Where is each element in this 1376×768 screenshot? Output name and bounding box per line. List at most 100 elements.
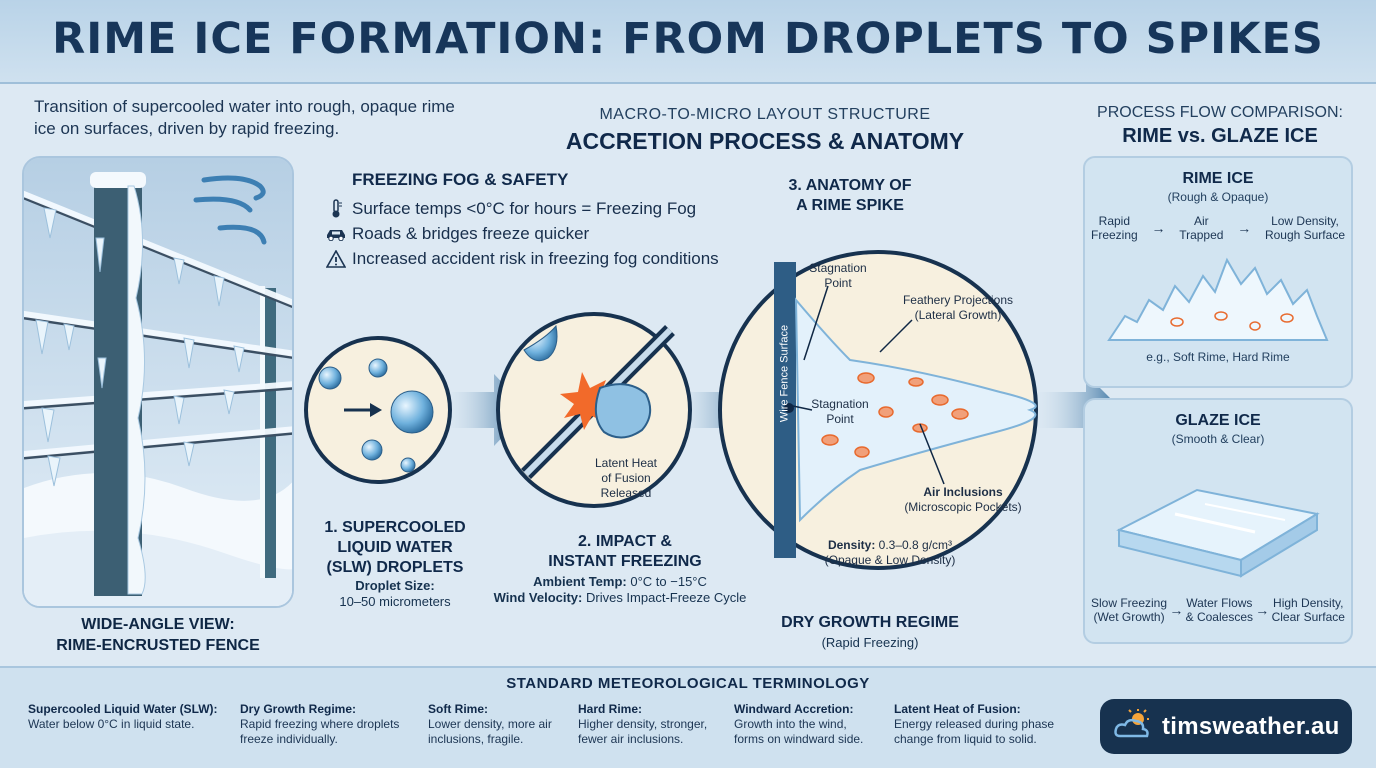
stagnation-point-label: Stagnation Point	[800, 397, 880, 427]
stagnation-point-label: Stagnation Point	[798, 261, 878, 291]
term-name: Latent Heat of Fusion:	[894, 702, 1021, 716]
step1-title-line: 1. SUPERCOOLED	[324, 519, 466, 536]
term-definition: change from liquid to solid.	[894, 732, 1037, 746]
term-name: Supercooled Liquid Water (SLW):	[28, 702, 218, 716]
dry-growth-sub: (Rapid Freezing)	[821, 635, 919, 650]
arrow-right-icon: →	[1169, 602, 1184, 618]
droplet-size: Droplet Size: 10–50 micrometers	[300, 578, 490, 610]
safety-heading: FREEZING FOG & SAFETY	[352, 170, 569, 189]
term-entry: Windward Accretion: Growth into the wind…	[734, 702, 889, 747]
ambient-temp-value: 0°C to −15°C	[626, 574, 707, 589]
stagnation-line: Stagnation	[811, 397, 869, 411]
terminology-heading: STANDARD METEOROLOGICAL TERMINOLOGY	[506, 675, 870, 692]
step3-title-line: 3. ANATOMY OF	[788, 177, 912, 194]
density-label: Density: 0.3–0.8 g/cm³ (Opaque & Low Den…	[810, 538, 970, 568]
safety-item-text: Surface temps <0°C for hours = Freezing …	[352, 198, 697, 218]
fence-caption: WIDE-ANGLE VIEW: RIME-ENCRUSTED FENCE	[22, 614, 294, 656]
wind-velocity-key: Wind Velocity:	[493, 590, 583, 605]
term-entry: Soft Rime: Lower density, more air inclu…	[428, 702, 573, 747]
fence-caption-line1: WIDE-ANGLE VIEW:	[81, 616, 235, 633]
sun-cloud-icon	[1114, 708, 1154, 745]
feathery-line: (Lateral Growth)	[914, 308, 1002, 322]
term-definition: Rapid freezing where droplets	[240, 717, 400, 731]
rime-card-sub: (Rough & Opaque)	[1167, 190, 1269, 204]
safety-item: Increased accident risk in freezing fog …	[322, 246, 742, 271]
safety-item-text: Increased accident risk in freezing fog …	[352, 248, 719, 268]
safety-item: Roads & bridges freeze quicker	[322, 221, 742, 246]
latent-heat-line: of Fusion	[601, 471, 651, 485]
safety-item-text: Roads & bridges freeze quicker	[352, 223, 590, 243]
arrow-right-icon: →	[1237, 220, 1252, 236]
rime-card-title: RIME ICE	[1182, 170, 1254, 187]
latent-heat-line: Latent Heat	[594, 456, 658, 470]
air-inclusions-line: (Microscopic Pockets)	[904, 500, 1022, 514]
center-header-sub: MACRO-TO-MICRO LAYOUT STRUCTURE	[599, 106, 931, 123]
latent-heat-label: Latent Heat of Fusion Released	[566, 456, 686, 501]
term-entry: Supercooled Liquid Water (SLW): Water be…	[28, 702, 238, 732]
air-inclusions-label: Air Inclusions (Microscopic Pockets)	[888, 485, 1038, 515]
arrow-right-icon: →	[1151, 220, 1166, 236]
term-entry: Dry Growth Regime: Rapid freezing where …	[240, 702, 420, 747]
dry-growth-title: DRY GROWTH REGIME	[781, 614, 959, 631]
latent-heat-line: Released	[600, 486, 652, 500]
wind-velocity-value: Drives Impact-Freeze Cycle	[582, 590, 747, 605]
glaze-flow: Slow Freezing(Wet Growth) → Water Flows&…	[1085, 596, 1351, 624]
droplets-circle	[304, 336, 452, 484]
term-definition: fewer air inclusions.	[578, 732, 684, 746]
droplet-size-key: Droplet Size:	[355, 578, 435, 593]
glaze-flow-step: High Density,Clear Surface	[1271, 596, 1345, 624]
step1-title-line: LIQUID WATER	[337, 539, 453, 556]
safety-section: FREEZING FOG & SAFETY Surface temps <0°C…	[322, 170, 742, 271]
step3-title-line: A RIME SPIKE	[796, 197, 904, 214]
glaze-card-sub: (Smooth & Clear)	[1171, 432, 1265, 446]
glaze-flow-step: Water Flows& Coalesces	[1185, 596, 1253, 624]
step2-title-line: 2. IMPACT &	[578, 533, 672, 550]
center-header-main: ACCRETION PROCESS & ANATOMY	[565, 128, 965, 154]
brand-logo-text: timsweather.au	[1162, 712, 1340, 740]
density-key: Density:	[827, 538, 876, 552]
fence-drawing	[24, 158, 292, 606]
term-entry: Latent Heat of Fusion: Energy released d…	[894, 702, 1084, 747]
ambient-temp-key: Ambient Temp:	[533, 574, 627, 589]
density-note: (Opaque & Low Density)	[824, 553, 956, 567]
step1-title: 1. SUPERCOOLED LIQUID WATER (SLW) DROPLE…	[300, 518, 490, 578]
arrow-right-icon: →	[1255, 602, 1270, 618]
term-name: Hard Rime:	[578, 702, 643, 716]
step3-title: 3. ANATOMY OF A RIME SPIKE	[770, 176, 930, 216]
intro-text: Transition of supercooled water into rou…	[34, 97, 455, 138]
right-header-main: RIME vs. GLAZE ICE	[1122, 125, 1318, 147]
rime-ice-illustration	[1107, 257, 1329, 341]
feathery-projections-label: Feathery Projections (Lateral Growth)	[888, 293, 1028, 323]
term-definition: Lower density, more air	[428, 717, 552, 731]
page-title: RIME ICE FORMATION: FROM DROPLETS TO SPI…	[52, 14, 1324, 64]
glaze-card-title: GLAZE ICE	[1175, 412, 1261, 429]
glaze-flow-step: Slow Freezing(Wet Growth)	[1091, 596, 1168, 624]
rime-flow-step: Low Density,Rough Surface	[1264, 214, 1345, 242]
safety-item: Surface temps <0°C for hours = Freezing …	[322, 196, 742, 221]
stagnation-line: Point	[824, 276, 852, 290]
term-definition: inclusions, fragile.	[428, 732, 524, 746]
wire-fence-label: Wire Fence Surface	[778, 324, 791, 423]
fence-illustration	[22, 156, 294, 608]
droplet-size-value: 10–50 micrometers	[339, 594, 451, 609]
glaze-ice-card: GLAZE ICE (Smooth & Clear) Slow Freezing…	[1083, 398, 1353, 644]
glaze-ice-illustration	[1116, 488, 1320, 578]
rime-spike-circle	[718, 250, 1038, 570]
step2-title: 2. IMPACT & INSTANT FREEZING	[500, 532, 750, 572]
density-value: 0.3–0.8 g/cm³	[875, 538, 953, 552]
term-definition: Water below 0°C in liquid state.	[28, 717, 195, 731]
feathery-line: Feathery Projections	[902, 293, 1014, 307]
impact-circle	[496, 312, 692, 508]
car-icon	[322, 227, 350, 241]
step2-details: Ambient Temp: 0°C to −15°C Wind Velocity…	[470, 574, 770, 606]
rime-examples: e.g., Soft Rime, Hard Rime	[1146, 350, 1290, 364]
right-header-sub: PROCESS FLOW COMPARISON:	[1097, 104, 1343, 121]
brand-logo[interactable]: timsweather.au	[1100, 699, 1352, 754]
term-definition: forms on windward side.	[734, 732, 864, 746]
stagnation-line: Point	[826, 412, 854, 426]
